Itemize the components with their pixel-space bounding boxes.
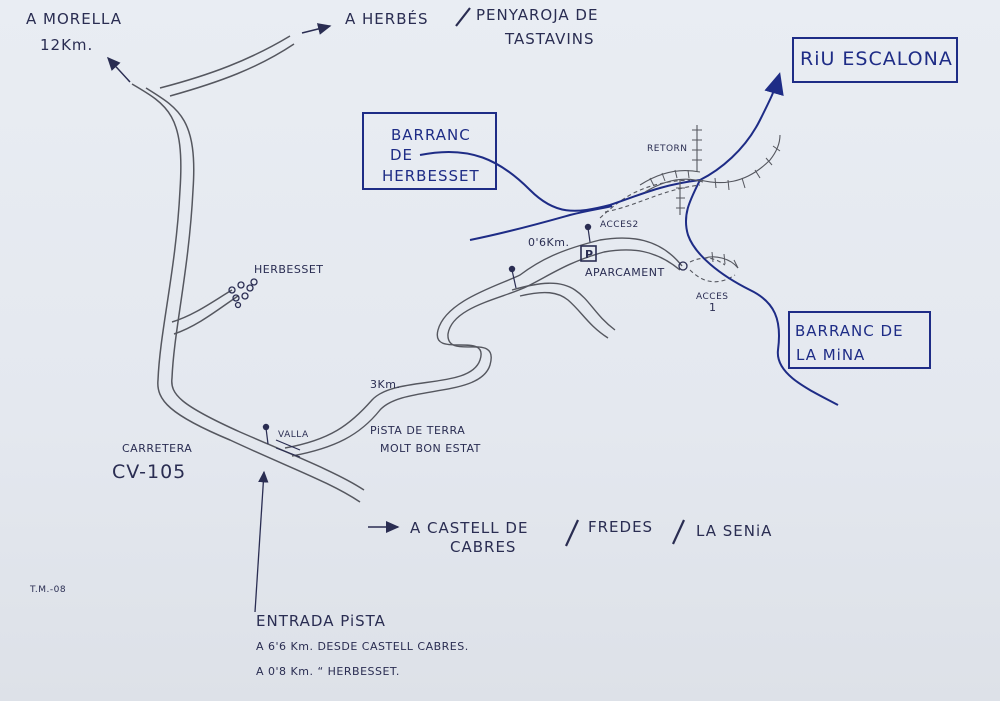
box-barranc-herbesset	[362, 112, 497, 190]
label-valla: VALLA	[278, 430, 309, 440]
river-riu-escalona	[699, 72, 784, 181]
dirt-track	[284, 237, 683, 457]
label-barranc-mina-2: LA MiNA	[796, 346, 865, 364]
label-barranc-mina-1: BARRANC DE	[795, 322, 904, 340]
label-acces1-a: ACCES	[696, 292, 728, 302]
cliff-ticks	[649, 129, 781, 269]
label-riu-escalona: RiU ESCALONA	[800, 48, 953, 70]
arrow-herbes	[301, 23, 332, 35]
label-entrada-1: ENTRADA PiSTA	[256, 612, 386, 630]
label-barranc-herbesset-2: DE	[390, 146, 413, 164]
label-carretera-1: CARRETERA	[122, 442, 192, 455]
river-barranc-herbesset	[419, 151, 701, 212]
label-morella-1: A MORELLA	[26, 10, 122, 28]
label-aparcament: APARCAMENT	[585, 266, 665, 279]
parking-sign	[580, 245, 597, 262]
label-pista-2: MOLT BON ESTAT	[380, 442, 481, 455]
arrow-entrada	[254, 470, 269, 613]
label-carretera-2: CV-105	[112, 461, 186, 483]
slash-separators	[455, 7, 685, 547]
pin-track	[508, 265, 517, 289]
label-retorn: RETORN	[647, 144, 688, 154]
road-cv105	[131, 35, 365, 503]
dotted-paths	[599, 179, 736, 283]
river-west-branch	[469, 205, 613, 241]
parking-symbol: P	[585, 248, 594, 261]
rivers	[419, 72, 839, 406]
label-herbes-2: PENYAROJA DE	[476, 6, 598, 24]
signature: T.M.-08	[29, 585, 66, 595]
box-barranc-mina	[788, 311, 931, 369]
label-fredes: FREDES	[588, 518, 653, 536]
label-morella-2: 12Km.	[40, 36, 93, 54]
label-dist-06: 0'6Km.	[528, 236, 569, 249]
label-acces1-b: 1	[709, 301, 717, 314]
box-riu-escalona	[792, 37, 958, 83]
label-pista-1: PiSTA DE TERRA	[370, 424, 465, 437]
valla-gate	[275, 439, 301, 458]
label-senia: LA SENiA	[696, 522, 772, 540]
label-barranc-herbesset-1: BARRANC	[391, 126, 471, 144]
label-acces2: ACCES2	[600, 220, 639, 230]
herbesset-village-icon	[228, 278, 258, 309]
label-entrada-3: A 0'8 Km. “ HERBESSET.	[256, 665, 400, 678]
label-herbes-1: A HERBÉS	[345, 9, 429, 28]
pin-parking	[584, 223, 592, 243]
arrow-morella	[106, 56, 131, 83]
label-dist-3: 3Km.	[370, 378, 400, 391]
label-herbes-3: TASTAVINS	[504, 30, 595, 48]
label-castell-2: CABRES	[450, 538, 516, 556]
label-castell-1: A CASTELL DE	[410, 519, 528, 537]
label-entrada-2: A 6'6 Km. DESDE CASTELL CABRES.	[256, 640, 469, 653]
river-barranc-mina	[684, 179, 839, 406]
track-end-marker	[678, 261, 688, 271]
label-barranc-herbesset-3: HERBESSET	[382, 167, 480, 185]
pin-valla	[262, 423, 270, 445]
label-herbesset: HERBESSET	[254, 263, 324, 276]
